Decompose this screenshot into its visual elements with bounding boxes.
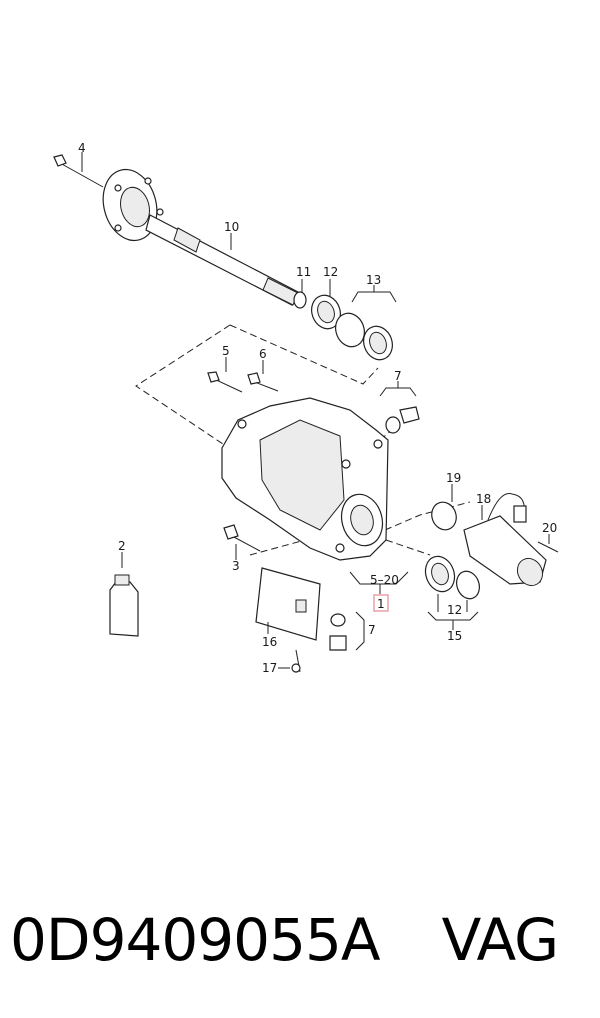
bolt-20-part <box>537 541 559 553</box>
callout-13: 13 <box>366 273 381 287</box>
seal-kit-part <box>335 312 393 361</box>
callout-10: 10 <box>224 220 239 234</box>
callout-6: 6 <box>259 347 267 361</box>
flange-bolt-part <box>53 154 104 188</box>
transfer-case-housing-part <box>221 397 389 561</box>
circlip-part <box>293 291 307 309</box>
o-ring-19-part <box>431 501 457 531</box>
shaft-seal-part <box>311 294 341 330</box>
bolt-6-part <box>247 372 279 392</box>
callout-19: 19 <box>446 471 461 485</box>
actuator-motor-part <box>463 493 547 587</box>
seal-12-lower-part <box>456 570 480 600</box>
drive-flange-part <box>102 168 164 242</box>
brand-name: VAG <box>441 906 560 974</box>
callout-11: 11 <box>296 265 311 279</box>
bolt-3-part <box>223 524 261 552</box>
callout-5: 5 <box>222 344 230 358</box>
part-caption: 0D9409055A VAG <box>10 895 600 985</box>
plug-upper-part <box>385 406 420 434</box>
highlighted-callout-box <box>373 594 389 612</box>
callout-1: 1 <box>377 597 385 611</box>
callout-2: 2 <box>118 539 126 553</box>
part-number: 0D9409055A <box>10 906 381 974</box>
callout-5-20: 5–20 <box>370 573 399 587</box>
callout-12-lower: 12 <box>447 603 462 617</box>
plug-lower-part <box>329 613 347 651</box>
callout-18: 18 <box>476 492 491 506</box>
bolt-17-part <box>291 649 301 673</box>
callout-15: 15 <box>447 629 462 643</box>
callout-7-lower: 7 <box>368 623 376 637</box>
callout-12-upper: 12 <box>323 265 338 279</box>
callout-4: 4 <box>78 141 86 155</box>
callout-17: 17 <box>262 661 277 675</box>
callout-7-upper: 7 <box>394 369 402 383</box>
bolt-5-part <box>207 371 243 393</box>
callout-16: 16 <box>262 635 277 649</box>
callout-3: 3 <box>232 559 240 573</box>
seal-15-part <box>424 555 456 593</box>
drive-shaft-part <box>145 214 299 306</box>
exploded-parts-diagram: 4 10 11 12 13 5 6 7 19 18 20 2 3 5–20 1 … <box>53 141 559 675</box>
callout-20: 20 <box>542 521 557 535</box>
oil-bottle-part <box>109 574 139 637</box>
cover-plate-part <box>255 567 321 641</box>
